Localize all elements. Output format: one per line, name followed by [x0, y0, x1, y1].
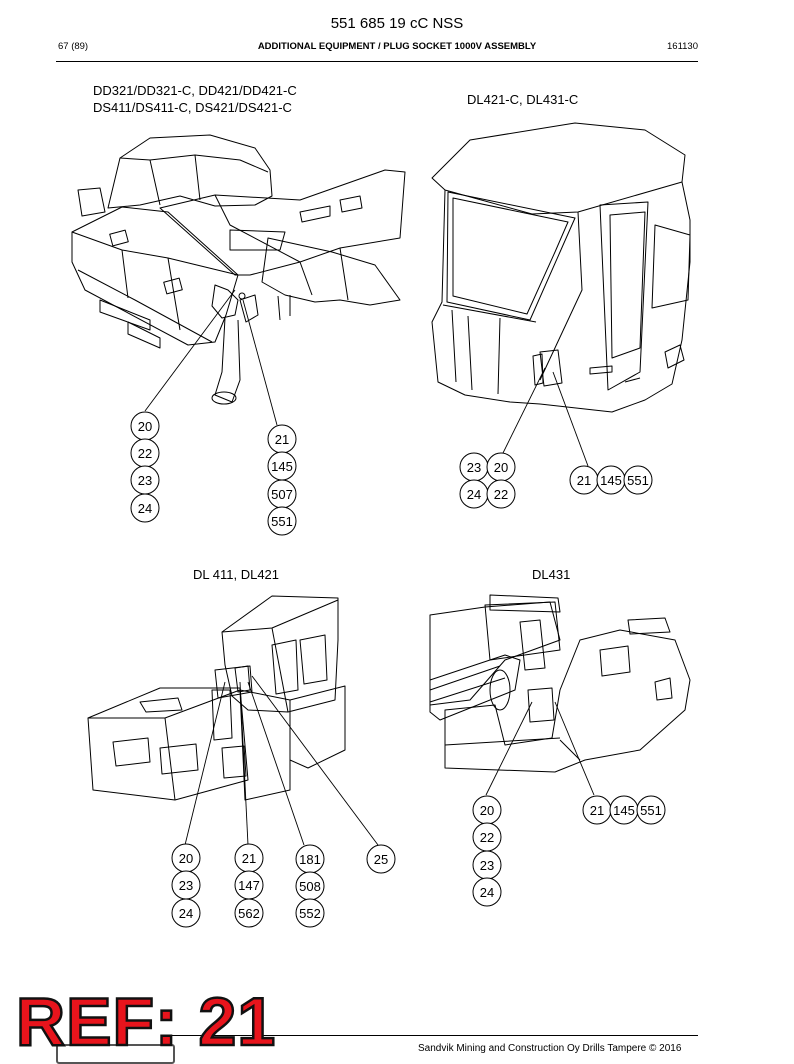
- callout-23[interactable]: 23: [459, 452, 489, 482]
- svg-text:23: 23: [467, 460, 481, 475]
- callout-552[interactable]: 552: [295, 898, 325, 928]
- svg-text:181: 181: [299, 852, 321, 867]
- leader-lines: [144, 289, 595, 846]
- svg-text:23: 23: [179, 878, 193, 893]
- footer-copyright: Sandvik Mining and Construction Oy Drill…: [418, 1043, 682, 1054]
- callout-562[interactable]: 562: [234, 898, 264, 928]
- svg-text:562: 562: [238, 906, 260, 921]
- caption-top-left-line1: DD321/DD321-C, DD421/DD421-C: [93, 83, 297, 98]
- svg-text:20: 20: [179, 851, 193, 866]
- callout-147[interactable]: 147: [234, 870, 264, 900]
- callout-551[interactable]: 551: [267, 506, 297, 536]
- caption-bottom-right: DL431: [532, 567, 571, 582]
- callout-181[interactable]: 181: [295, 844, 325, 874]
- page-title: ADDITIONAL EQUIPMENT / PLUG SOCKET 1000V…: [257, 41, 537, 52]
- callout-551[interactable]: 551: [623, 465, 653, 495]
- page-number: 67 (89): [58, 41, 89, 52]
- callout-20[interactable]: 20: [472, 795, 502, 825]
- svg-text:23: 23: [480, 858, 494, 873]
- svg-text:24: 24: [480, 885, 494, 900]
- svg-text:20: 20: [138, 419, 152, 434]
- callout-24[interactable]: 24: [472, 877, 502, 907]
- callout-145[interactable]: 145: [609, 795, 639, 825]
- svg-text:24: 24: [179, 906, 193, 921]
- svg-text:145: 145: [271, 459, 293, 474]
- doc-number: 551 685 19 cC NSS: [330, 15, 464, 32]
- callout-24[interactable]: 24: [459, 479, 489, 509]
- callout-23[interactable]: 23: [130, 465, 160, 495]
- svg-text:22: 22: [480, 830, 494, 845]
- svg-text:20: 20: [480, 803, 494, 818]
- svg-text:551: 551: [271, 514, 293, 529]
- callout-145[interactable]: 145: [267, 451, 297, 481]
- callout-145[interactable]: 145: [596, 465, 626, 495]
- svg-text:21: 21: [577, 473, 591, 488]
- callout-21[interactable]: 21: [569, 465, 599, 495]
- caption-bottom-left: DL 411, DL421: [193, 567, 280, 582]
- drawing-top-left: [71, 134, 406, 405]
- ref-label: REF: 21: [15, 983, 277, 1062]
- callout-24[interactable]: 24: [171, 898, 201, 928]
- caption-top-left-line2: DS411/DS411-C, DS421/DS421-C: [93, 100, 292, 115]
- svg-text:24: 24: [138, 501, 152, 516]
- callout-22[interactable]: 22: [472, 822, 502, 852]
- callout-24[interactable]: 24: [130, 493, 160, 523]
- svg-text:21: 21: [590, 803, 604, 818]
- svg-text:25: 25: [374, 852, 388, 867]
- drawing-bottom-left: [87, 595, 346, 801]
- callout-508[interactable]: 508: [295, 871, 325, 901]
- svg-text:508: 508: [299, 879, 321, 894]
- svg-text:21: 21: [242, 851, 256, 866]
- callout-23[interactable]: 23: [171, 870, 201, 900]
- svg-text:145: 145: [613, 803, 635, 818]
- svg-text:507: 507: [271, 487, 293, 502]
- callout-20[interactable]: 20: [486, 452, 516, 482]
- drawing-top-right: [431, 122, 691, 413]
- callout-21[interactable]: 21: [234, 843, 264, 873]
- svg-text:23: 23: [138, 473, 152, 488]
- svg-text:551: 551: [640, 803, 662, 818]
- svg-text:147: 147: [238, 878, 260, 893]
- callout-507[interactable]: 507: [267, 479, 297, 509]
- caption-top-right: DL421-C, DL431-C: [467, 92, 579, 107]
- svg-text:551: 551: [627, 473, 649, 488]
- callout-23[interactable]: 23: [472, 850, 502, 880]
- svg-text:552: 552: [299, 906, 321, 921]
- callout-20[interactable]: 20: [171, 843, 201, 873]
- svg-text:24: 24: [467, 487, 481, 502]
- svg-text:20: 20: [494, 460, 508, 475]
- callout-21[interactable]: 21: [267, 424, 297, 454]
- date-code: 161130: [667, 41, 698, 52]
- svg-text:21: 21: [275, 432, 289, 447]
- svg-text:145: 145: [600, 473, 622, 488]
- callout-25[interactable]: 25: [366, 844, 396, 874]
- footer-rule: [170, 1035, 698, 1036]
- callout-22[interactable]: 22: [130, 438, 160, 468]
- svg-text:22: 22: [138, 446, 152, 461]
- drawing-bottom-right: [429, 594, 691, 773]
- callout-22[interactable]: 22: [486, 479, 516, 509]
- header-rule: [56, 61, 698, 62]
- svg-text:22: 22: [494, 487, 508, 502]
- callout-551[interactable]: 551: [636, 795, 666, 825]
- callout-20[interactable]: 20: [130, 411, 160, 441]
- callout-21[interactable]: 21: [582, 795, 612, 825]
